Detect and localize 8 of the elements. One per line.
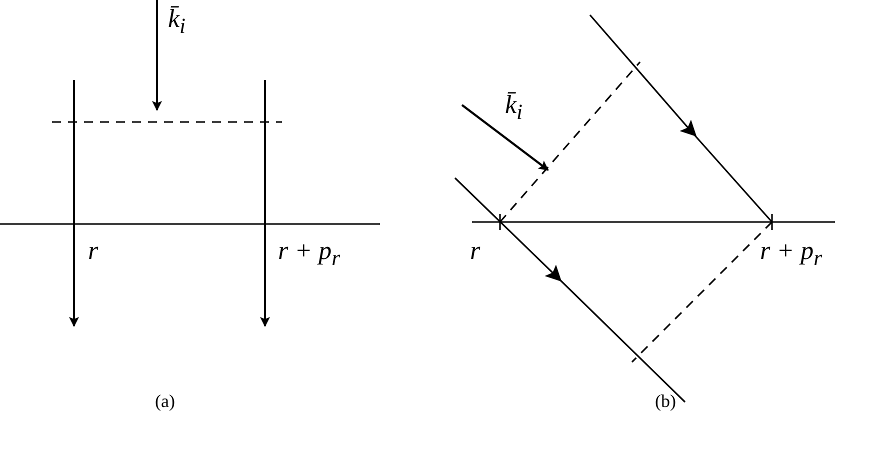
math-label: r + p$_{r}$ <box>760 238 822 270</box>
math-label: r + p$_{r}$ <box>278 238 340 270</box>
math-label: k̄$_{i}$ <box>505 92 523 124</box>
math-label: r <box>88 238 98 264</box>
math-label: k̄$_{i}$ <box>168 6 186 38</box>
math-label: r <box>470 238 480 264</box>
panel-label: (a) <box>155 392 175 410</box>
panel-label: (b) <box>655 392 676 410</box>
